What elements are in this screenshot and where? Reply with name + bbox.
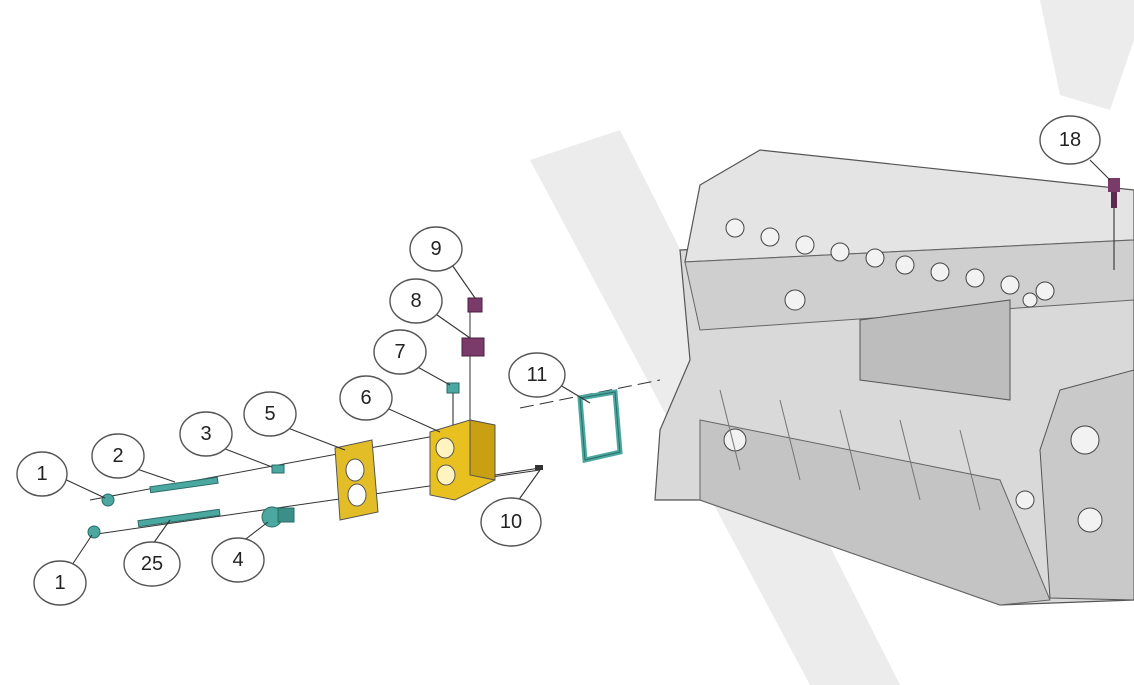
callout-5: 5 (243, 391, 297, 437)
callout-4-highlighted: 4 (211, 537, 265, 583)
part-3 (271, 464, 285, 474)
callout-label: 4 (232, 549, 243, 571)
callout-label: 6 (360, 387, 371, 409)
nut-part-1-top (101, 493, 115, 507)
callout-18: 18 (1039, 115, 1101, 165)
callout-2: 2 (91, 433, 145, 479)
sensor-part-18 (1108, 178, 1120, 270)
callout-3: 3 (179, 411, 233, 457)
stud-part-25 (137, 508, 221, 528)
callout-7: 7 (373, 329, 427, 375)
callout-9: 9 (409, 226, 463, 272)
callout-8: 8 (389, 278, 443, 324)
callout-label: 3 (200, 423, 211, 445)
stud-part-2 (149, 476, 219, 494)
pin-part-10 (494, 465, 543, 476)
callout-label: 8 (410, 290, 421, 312)
callout-label: 10 (500, 511, 522, 533)
part-8 (461, 337, 485, 357)
callout-11: 11 (508, 352, 566, 398)
callout-25: 25 (123, 541, 181, 587)
nut-part-1-bottom (87, 525, 101, 539)
callout-10: 10 (480, 497, 542, 547)
part-9 (467, 297, 483, 313)
part-4 (261, 506, 295, 528)
plate-part-5 (334, 439, 379, 521)
callout-label: 7 (394, 341, 405, 363)
callout-1-bottom: 1 (33, 560, 87, 606)
callout-label: 2 (112, 445, 123, 467)
callout-label: 11 (527, 364, 548, 386)
callout-label: 18 (1059, 129, 1081, 151)
callout-label: 1 (54, 572, 65, 594)
callout-6: 6 (339, 375, 393, 421)
callout-label: 1 (36, 463, 47, 485)
callout-1-top: 1 (16, 451, 68, 497)
callout-label: 25 (141, 553, 163, 575)
callout-label: 9 (430, 238, 441, 260)
housing-part-6 (429, 419, 496, 501)
engine-block (654, 149, 1134, 606)
part-7 (446, 382, 460, 425)
callout-label: 5 (264, 403, 275, 425)
gasket-part-11 (577, 389, 623, 464)
